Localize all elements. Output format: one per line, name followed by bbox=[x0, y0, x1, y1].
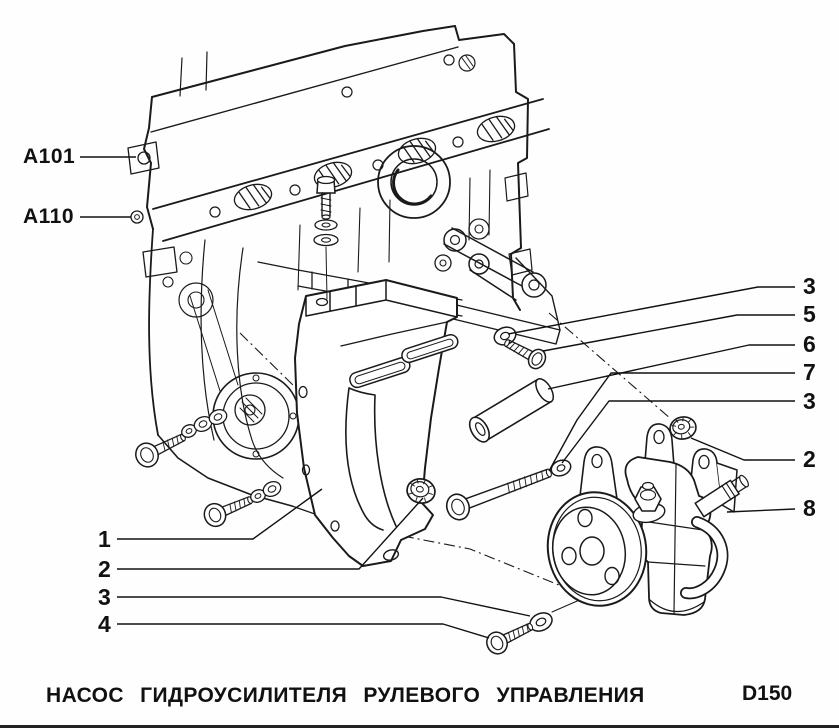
figure-code: D150 bbox=[742, 682, 793, 705]
callout-label-3c: 3 bbox=[98, 584, 111, 610]
callout-label-1: 1 bbox=[98, 526, 111, 552]
anchor-label-a110: A110 bbox=[23, 205, 75, 228]
anchor-label-a101: A101 bbox=[23, 145, 76, 168]
callout-label-8: 8 bbox=[803, 495, 816, 521]
callout-label-6: 6 bbox=[803, 331, 816, 357]
bracket-top-bolt-drawing bbox=[313, 175, 339, 247]
callout-lines bbox=[80, 156, 796, 639]
page-bottom-edge bbox=[0, 725, 839, 728]
fasteners-drawing bbox=[135, 326, 697, 655]
callout-label-2b: 2 bbox=[98, 556, 111, 582]
callout-label-5: 5 bbox=[803, 301, 816, 327]
callout-label-3a: 3 bbox=[803, 273, 816, 299]
callout-label-3b: 3 bbox=[803, 388, 816, 414]
steering-pump-drawing bbox=[546, 423, 749, 616]
callout-label-2a: 2 bbox=[803, 446, 816, 472]
pump-bracket-drawing bbox=[294, 246, 459, 567]
callout-label-7: 7 bbox=[803, 359, 816, 385]
figure-caption: НАСОС ГИДРОУСИЛИТЕЛЯ РУЛЕВОГО УПРАВЛЕНИЯ bbox=[46, 684, 645, 707]
callout-label-4: 4 bbox=[98, 611, 111, 637]
